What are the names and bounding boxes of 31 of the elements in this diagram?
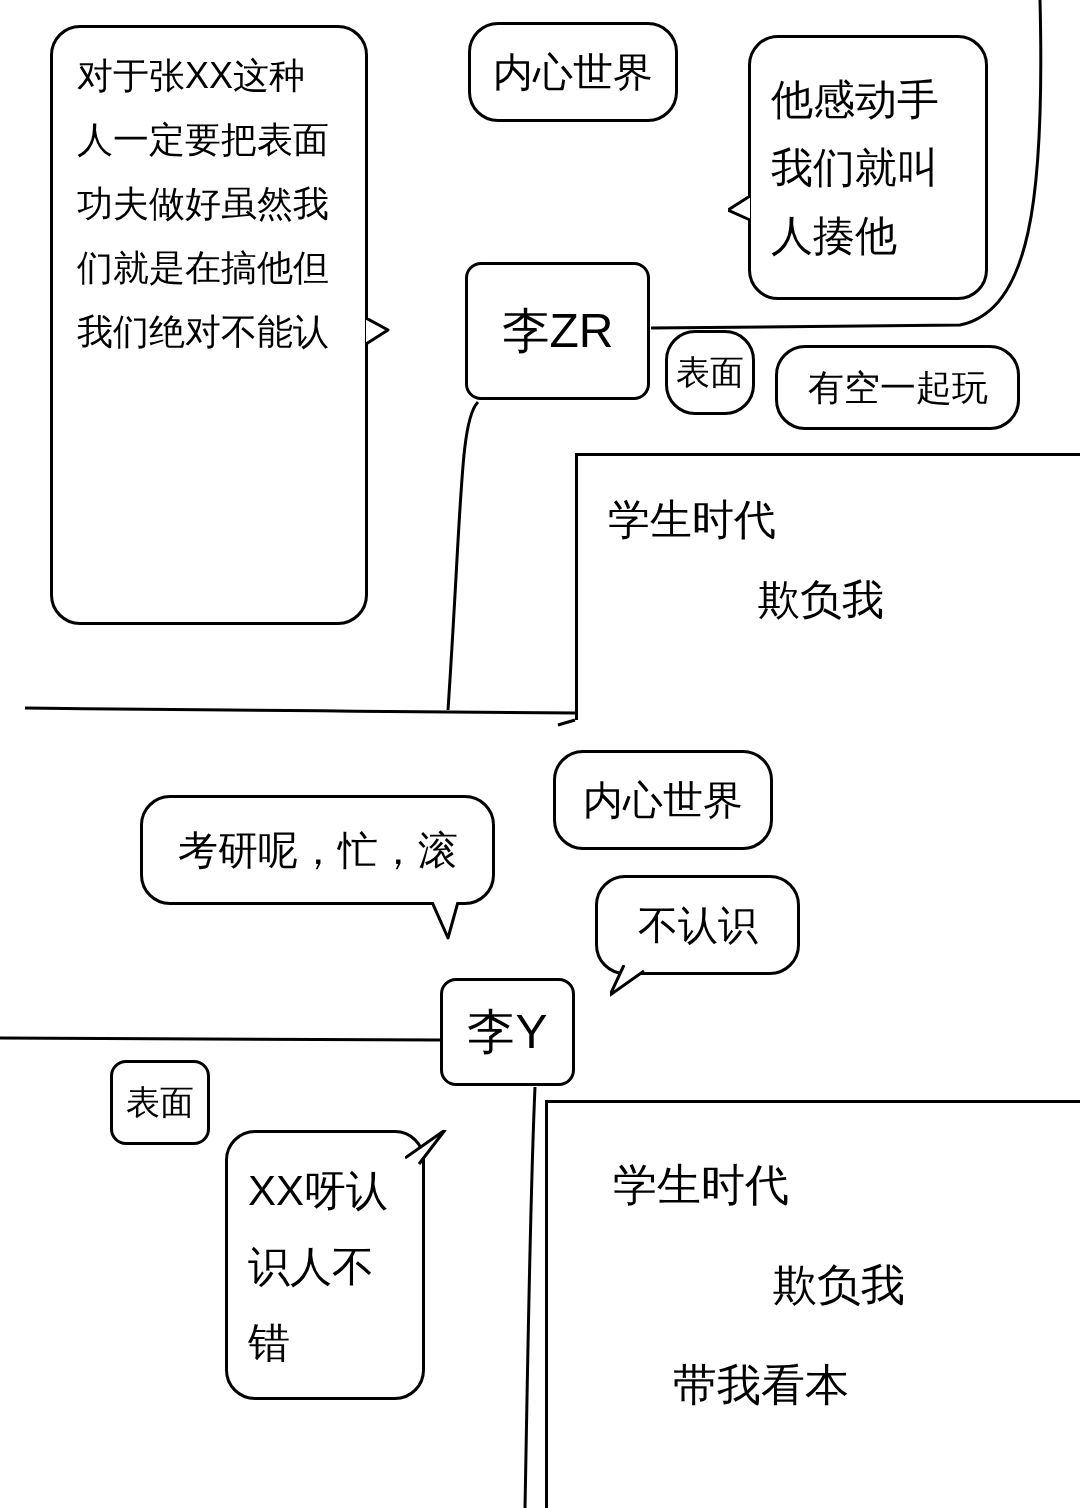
handwritten-text: 学生时代 (613, 1159, 790, 1211)
text-box (440, 978, 575, 1086)
text-box (465, 262, 650, 400)
text-box (110, 1060, 210, 1145)
handwritten-text: 带我看本 (673, 1359, 850, 1411)
handwritten-text: 内心世界 (493, 49, 653, 96)
handwritten-text: 欺负我 (758, 575, 885, 625)
handwritten-text: 学生时代 (608, 495, 777, 545)
speech-bubble (595, 875, 800, 975)
speech-bubble (748, 35, 988, 300)
handwritten-text: 表面 (126, 1082, 194, 1123)
speech-bubble (553, 750, 773, 850)
handwritten-text: 不认识 (637, 902, 758, 949)
handwritten-text: 欺负我 (773, 1259, 906, 1311)
speech-bubble (775, 345, 1020, 430)
region-frame (545, 1100, 1080, 1508)
handwritten-text: 对于张XX这种人一定要把表面功夫做好虽然我们就是在搞他但我们绝对不能认 (77, 54, 330, 354)
handwritten-text: 考研呢，忙，滚 (177, 827, 458, 874)
handwritten-text: XX呀认识人不错 (248, 1166, 390, 1368)
speech-bubble (468, 22, 678, 122)
handwritten-text: 李Y (467, 1004, 548, 1060)
speech-bubble (50, 25, 368, 625)
speech-bubble (140, 795, 495, 905)
region-frame (575, 453, 1080, 720)
speech-bubble (665, 330, 755, 415)
handwritten-text: 有空一起玩 (807, 365, 988, 410)
handwritten-text: 表面 (676, 352, 744, 393)
handwritten-text: 他感动手我们就叫人揍他 (771, 74, 940, 261)
handwritten-text: 李ZR (501, 303, 614, 359)
speech-bubble (225, 1130, 425, 1400)
handwritten-text: 内心世界 (583, 777, 743, 824)
